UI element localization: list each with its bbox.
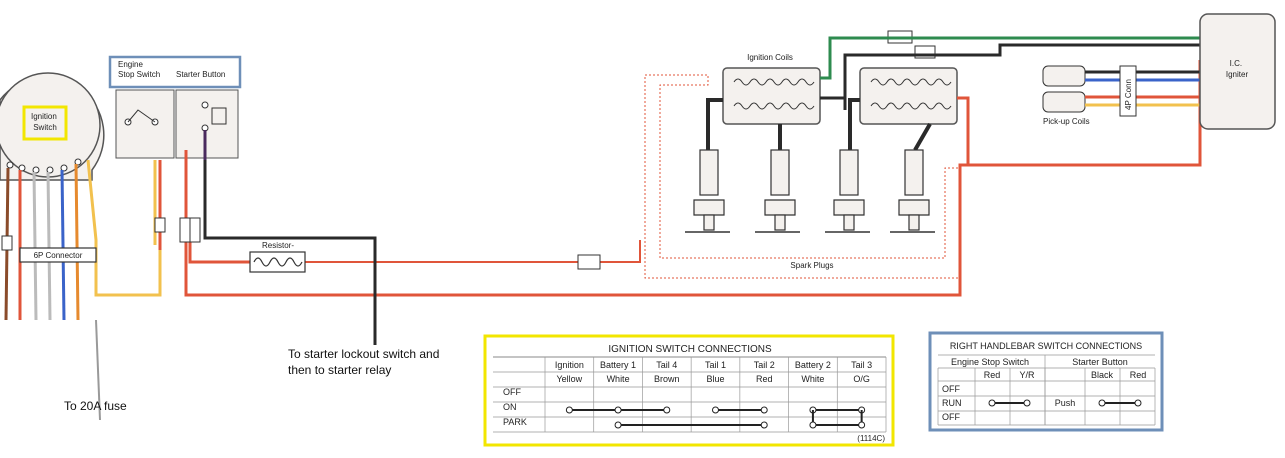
ignition-terminal (663, 406, 671, 414)
six-p-connector: 6P Connector (1, 235, 97, 263)
handlebar-col: Y/R (1019, 370, 1035, 380)
ignition-header: Tail 4 (656, 360, 677, 370)
resistor: Resistor- (249, 241, 306, 273)
ignition-table-grid: Ignition Battery 1 Tail 4 Tail 1 Tail 2 Batte… (493, 357, 887, 433)
handlebar-switch-table: RIGHT HANDLEBAR SWITCH CONNECTIONS Engin… (928, 331, 1164, 432)
spark-plug-3 (825, 149, 870, 233)
ignition-color: Yellow (557, 374, 583, 384)
handlebar-table-title: RIGHT HANDLEBAR SWITCH CONNECTIONS (950, 341, 1142, 351)
ignition-terminal (614, 421, 622, 429)
handlebar-terminal (1098, 399, 1106, 407)
spark-plugs (685, 149, 935, 233)
handlebar-switch-housing: Engine Stop Switch Starter Button (108, 55, 242, 159)
six-p-connector-label: 6P Connector (34, 251, 83, 260)
starter-lockout-note: To starter lockout switch and then to st… (288, 347, 440, 377)
handlebar-terminal (1023, 399, 1031, 407)
handlebar-row-label: RUN (942, 398, 962, 408)
ignition-color: White (801, 374, 824, 384)
ic-igniter-label: I.C. Igniter (1226, 59, 1249, 79)
ignition-wires (4, 159, 162, 421)
ignition-terminal (760, 406, 768, 414)
handlebar-group2: Starter Button (1072, 357, 1128, 367)
ignition-color: White (607, 374, 630, 384)
handlebar-push: Push (1055, 398, 1076, 408)
four-p-conn: 4P Conn (1119, 65, 1137, 117)
ignition-terminal (712, 406, 719, 414)
spark-plug-2 (755, 149, 800, 233)
ignition-coils: Ignition Coils (722, 53, 958, 125)
ignition-terminal (858, 421, 866, 429)
handlebar-col: Red (1130, 370, 1147, 380)
spark-plugs-label: Spark Plugs (790, 261, 833, 270)
engine-stop-switch-label: Engine Stop Switch (118, 60, 160, 79)
ignition-switch-table: IGNITION SWITCH CONNECTIONS Ignition Batt… (483, 334, 895, 447)
ignition-header: Ignition (555, 360, 584, 370)
ignition-switch-label-box (22, 105, 68, 141)
ignition-table-code: (1114C) (857, 434, 885, 443)
pickup-coils-label: Pick-up Coils (1043, 117, 1090, 126)
handlebar-col: Red (984, 370, 1001, 380)
resistor-label: Resistor- (262, 241, 294, 250)
ignition-terminals (6, 158, 82, 174)
ignition-header: Tail 1 (705, 360, 726, 370)
handlebar-group1: Engine Stop Switch (951, 357, 1029, 367)
ic-igniter: I.C. Igniter (1199, 13, 1276, 130)
ignition-color: Brown (654, 374, 680, 384)
ignition-color: O/G (853, 374, 870, 384)
ignition-terminal (565, 406, 573, 414)
spark-plug-4 (890, 149, 935, 233)
spark-plug-1 (685, 149, 730, 233)
ignition-row-label: PARK (503, 417, 527, 427)
ignition-coils-label: Ignition Coils (747, 53, 793, 62)
ignition-color: Red (756, 374, 773, 384)
ignition-table-title: IGNITION SWITCH CONNECTIONS (608, 344, 772, 355)
ignition-terminal (614, 406, 622, 414)
ignition-terminal (809, 421, 817, 429)
pickup-coils: Pick-up Coils (1042, 65, 1090, 126)
ignition-header: Battery 1 (600, 360, 636, 370)
ignition-header: Battery 2 (795, 360, 831, 370)
ignition-terminal (760, 421, 768, 429)
four-p-conn-label: 4P Conn (1124, 79, 1133, 110)
ignition-color: Blue (706, 374, 724, 384)
handlebar-label-box (108, 55, 242, 89)
ignition-row-label: OFF (503, 387, 521, 397)
handlebar-col: Black (1091, 370, 1114, 380)
handlebar-row-label: OFF (942, 384, 960, 394)
inline-connectors (154, 30, 936, 270)
handlebar-row-label: OFF (942, 412, 960, 422)
starter-button-label: Starter Button (176, 70, 225, 79)
coil-wires (706, 36, 1200, 165)
ignition-header: Tail 3 (851, 360, 872, 370)
handlebar-terminal (988, 399, 996, 407)
coil-dotted-boundary (644, 74, 961, 279)
handlebar-terminal (1134, 399, 1142, 407)
pickup-wires (1085, 70, 1200, 107)
ignition-switch-label: Ignition Switch (31, 112, 59, 132)
ignition-row-label: ON (503, 402, 517, 412)
fuse-note: To 20A fuse (64, 399, 127, 413)
ignition-header: Tail 2 (754, 360, 775, 370)
